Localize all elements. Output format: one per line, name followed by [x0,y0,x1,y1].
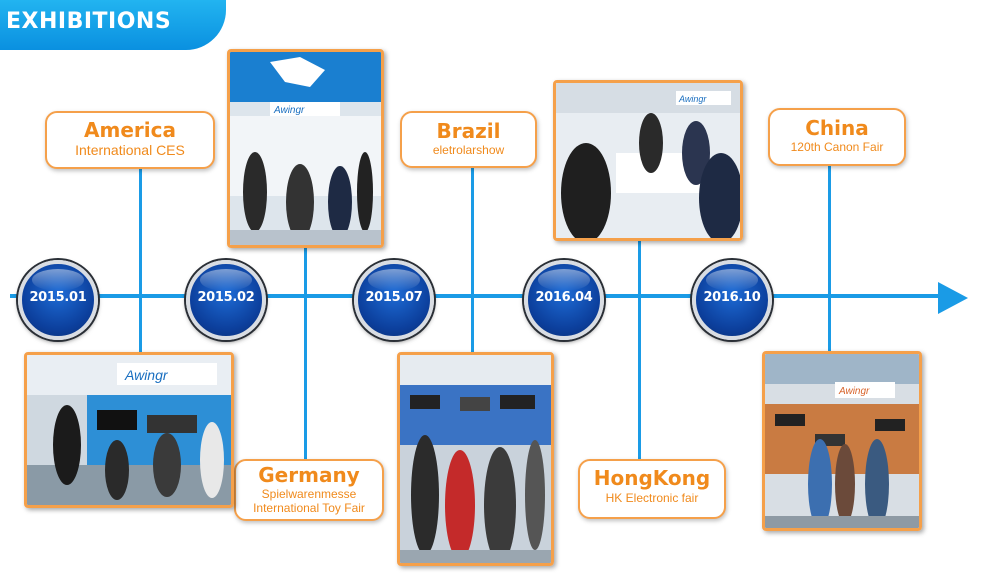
node-date: 2015.07 [365,290,423,305]
node-date: 2015.01 [29,290,87,305]
brand-sign: Awingr [838,386,870,397]
connector-hongkong [638,235,641,460]
country-name: HongKong [593,466,711,490]
connector-brazil [471,168,474,354]
photo-hongkong-meeting: Awingr [553,80,743,241]
event-name: 120th Canon Fair [790,140,884,154]
country-name: America [84,118,176,142]
timeline-arrow-icon [938,282,968,314]
label-brazil: Brazil eletrolarshow [400,111,537,168]
country-name: Brazil [436,119,501,143]
connector-germany [304,242,307,460]
node-date: 2016.10 [703,290,761,305]
event-name-line2: International Toy Fair [253,500,365,515]
photo-america-booth: Awingr [24,352,234,508]
booth-photo-image: Awingr [230,52,381,245]
booth-photo-image: Awingr [27,355,231,505]
timeline-node-2016-10: 2016.10 [692,260,772,340]
exhibitions-banner: EXHIBITIONS [0,0,226,50]
label-germany: Germany Spielwarenmesse International To… [234,459,384,521]
brand-sign: Awingr [678,94,707,104]
connector-america [139,168,142,354]
booth-photo-image [400,355,551,563]
timeline-node-2015-01: 2015.01 [18,260,98,340]
brand-sign: Awingr [124,367,169,383]
connector-china [828,163,831,353]
event-name: International CES [75,142,185,158]
node-date: 2016.04 [535,290,593,305]
photo-germany-booth: Awingr [227,49,384,248]
label-hongkong: HongKong HK Electronic fair [578,459,726,519]
event-name: eletrolarshow [432,143,505,157]
brand-sign: Awingr [273,105,305,116]
timeline-line [10,294,940,298]
node-date: 2015.02 [197,290,255,305]
timeline-node-2016-04: 2016.04 [524,260,604,340]
timeline-node-2015-07: 2015.07 [354,260,434,340]
meeting-photo-image: Awingr [556,83,740,238]
country-name: Germany [258,463,360,487]
booth-photo-image: Awingr [765,354,919,528]
photo-brazil-booth [397,352,554,566]
photo-china-booth: Awingr [762,351,922,531]
event-name-line1: Spielwarenmesse [261,487,357,501]
event-name: HK Electronic fair [605,491,699,505]
page-title: EXHIBITIONS [6,9,172,34]
label-china: China 120th Canon Fair [768,108,906,166]
label-america: America International CES [45,111,215,169]
timeline-node-2015-02: 2015.02 [186,260,266,340]
country-name: China [805,116,869,140]
